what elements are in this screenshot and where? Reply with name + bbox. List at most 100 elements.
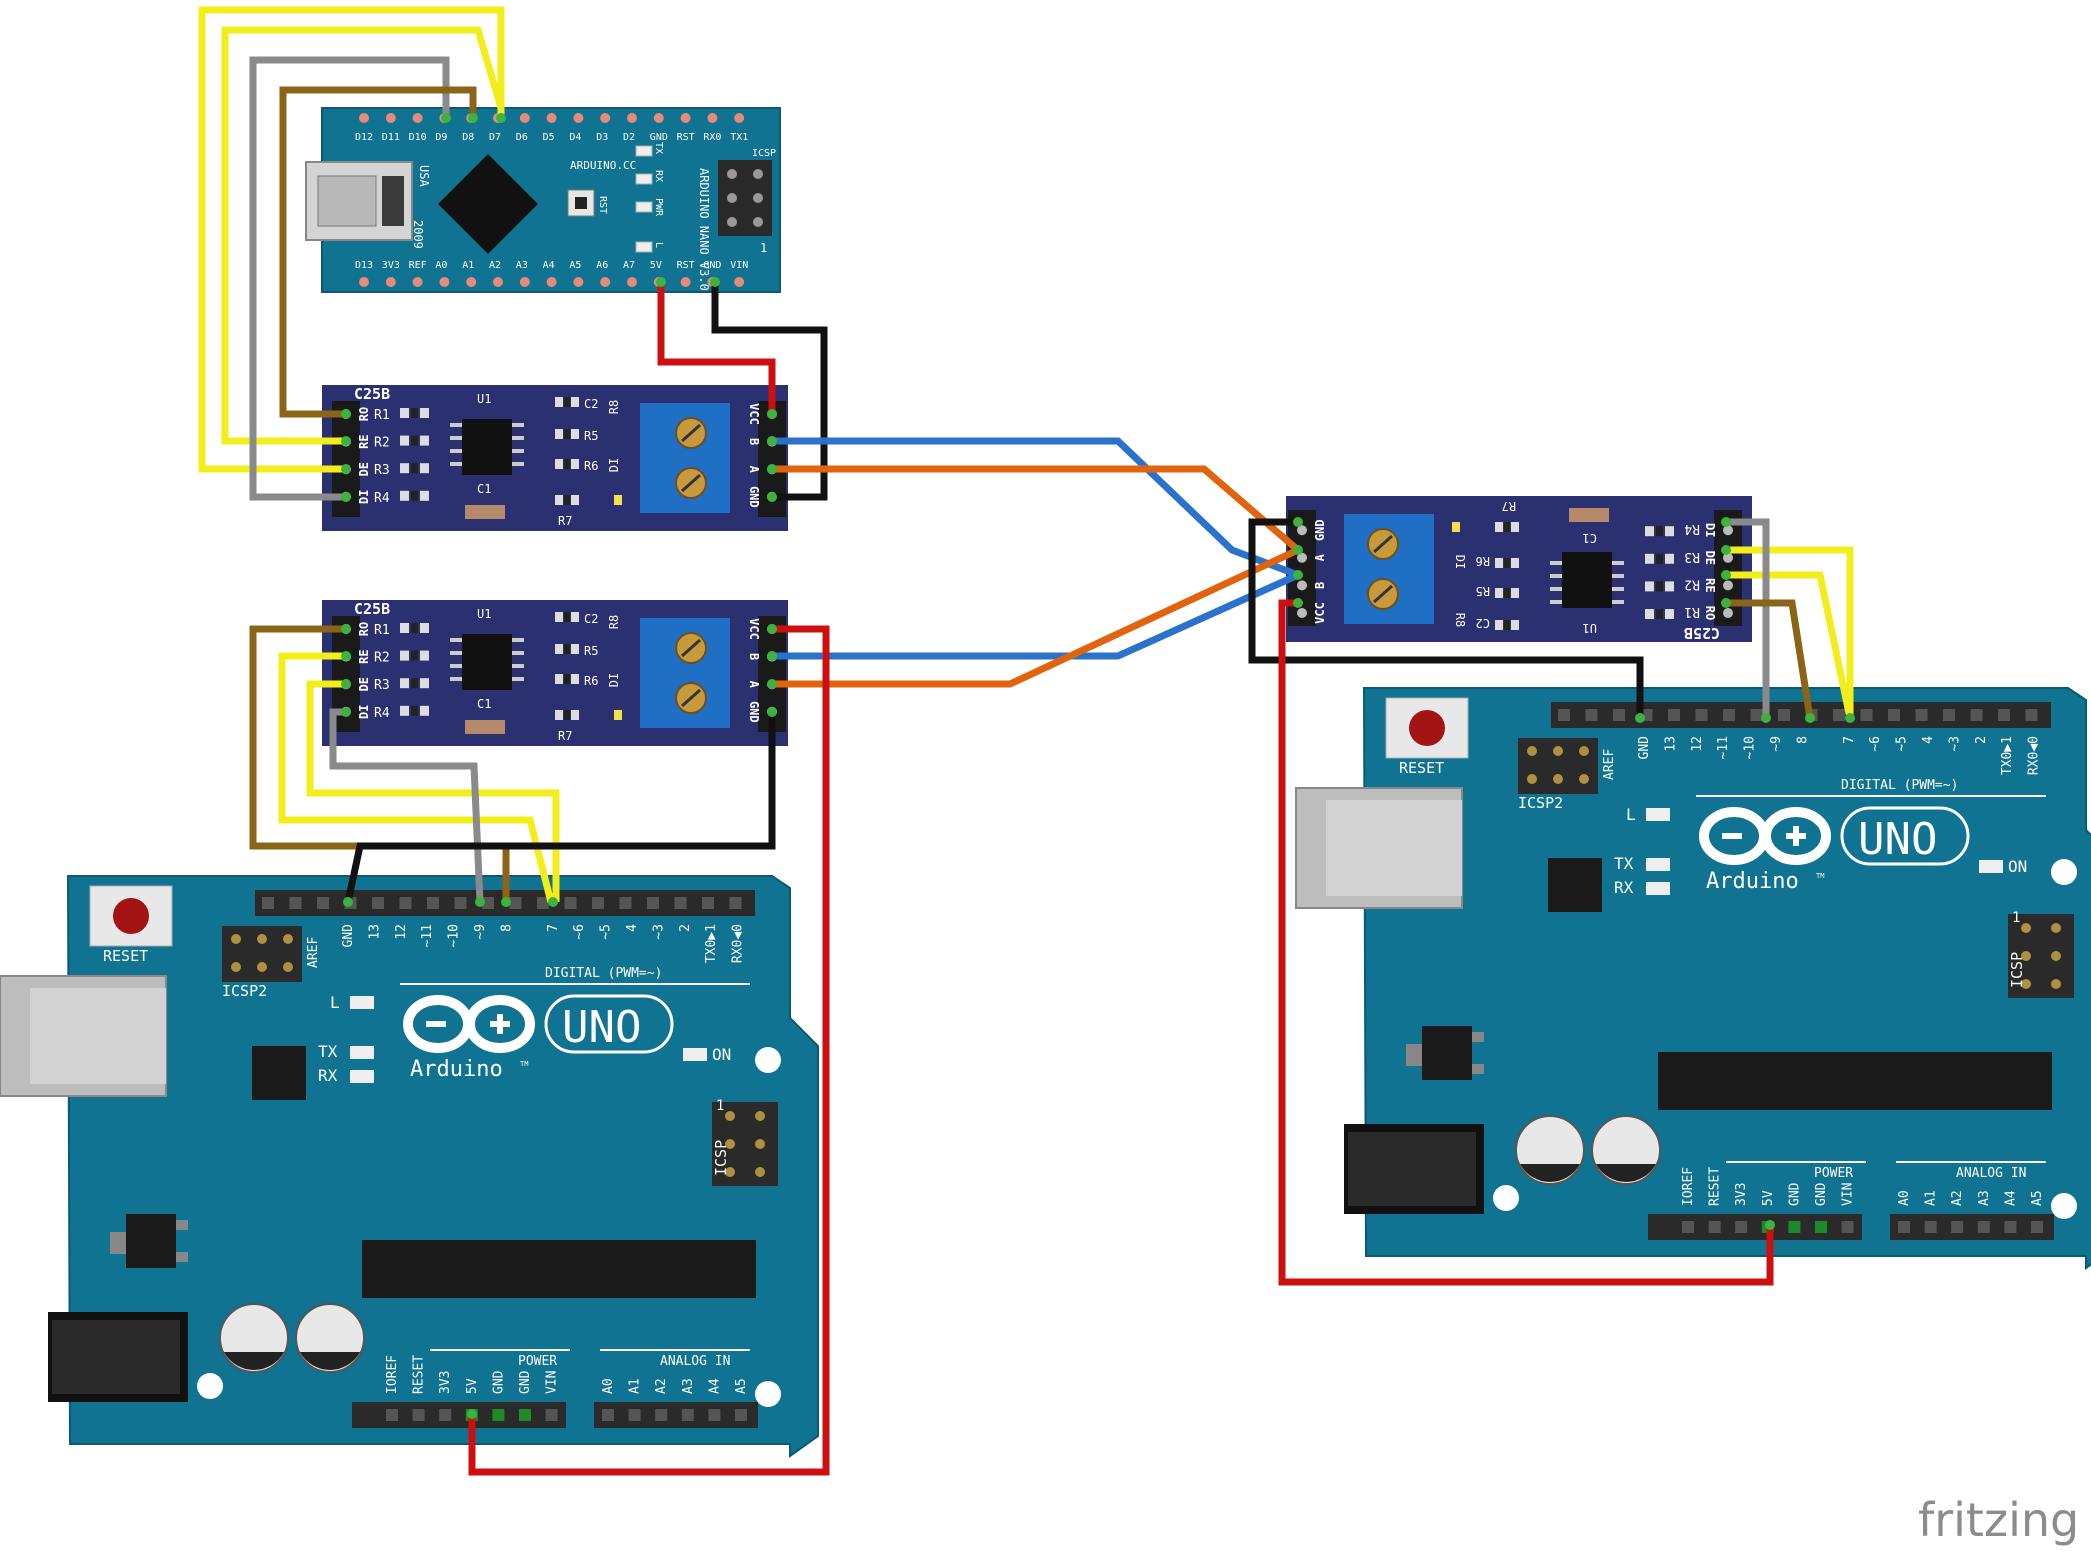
module-di-label: DI: [607, 458, 621, 472]
nano-pin-d5[interactable]: [546, 113, 557, 123]
nano-pin-a7[interactable]: [627, 277, 637, 287]
nano-name-label: ARDUINO NANO V3.0: [697, 168, 711, 291]
nano-pin-rst[interactable]: [680, 277, 691, 287]
nano-pin-tx1[interactable]: [734, 113, 745, 123]
module-pin-label: RO: [357, 622, 371, 636]
nano-pin-d3[interactable]: [600, 113, 611, 123]
module-pin-a[interactable]: [1297, 552, 1307, 563]
uno-tm-mark: TM: [520, 1060, 528, 1068]
nano-pin-rx0[interactable]: [707, 113, 718, 123]
uno-digital-header: [1551, 702, 2051, 728]
uno-digital-pin-label: 7: [546, 924, 561, 932]
module-pin-label: RE: [357, 649, 371, 663]
module-resistor-label: R1: [1684, 604, 1700, 619]
wire-gray-module2-di-to-uno1-d9: [329, 708, 484, 903]
uno-power-pin-label: GND: [1787, 1182, 1802, 1206]
uno-power-header: [352, 1402, 566, 1428]
nano-icsp-label: ICSP: [752, 148, 776, 159]
nano-pin-a5[interactable]: [573, 277, 584, 287]
uno-digital-pin-label: 13: [1663, 736, 1678, 752]
nano-pin-rst[interactable]: [680, 113, 691, 123]
nano-pin-label: D11: [382, 132, 400, 143]
module-led: [614, 710, 622, 720]
nano-pin-d12[interactable]: [359, 113, 369, 123]
nano-pin-d11[interactable]: [385, 113, 396, 123]
nano-one-label: 1: [760, 241, 767, 255]
module-resistor-label: R4: [374, 706, 390, 721]
uno-power-pin-label: VIN: [545, 1371, 560, 1394]
module-pin-label: DI: [1703, 523, 1717, 537]
nano-icsp-header: [718, 160, 772, 236]
uno-digital-pin-label: 4: [625, 924, 640, 932]
nano-pin-a4[interactable]: [546, 277, 557, 287]
arduino-infinity-logo: [403, 995, 535, 1053]
nano-pin-label: D13: [355, 260, 373, 271]
nano-pin-vin[interactable]: [734, 277, 745, 287]
nano-pin-d2[interactable]: [627, 113, 637, 123]
nano-year-label: 2009: [411, 220, 425, 249]
uno-on-label: ON: [2008, 857, 2027, 876]
uno-analog-pin-label: A5: [2030, 1190, 2045, 1206]
uno-digital-pin-label: RX0◀0: [2027, 736, 2042, 775]
wire-brown-nano-d8-to-module1-ro: [279, 86, 477, 418]
fritzing-watermark: fritzing: [1918, 1493, 2079, 1547]
uno-digital-pin-label: ~10: [447, 924, 462, 947]
nano-pin-d10[interactable]: [412, 113, 423, 123]
module-pin-label: DE: [357, 677, 371, 691]
uno-power-label: POWER: [1814, 1166, 1853, 1181]
nano-pin-label: D8: [462, 132, 474, 143]
module-pin-label: DI: [357, 490, 371, 504]
module-c1-label: C1: [477, 697, 491, 711]
module-pin-label: A: [747, 681, 761, 689]
nano-pin-d13[interactable]: [359, 277, 369, 287]
module-pin-gnd[interactable]: [1297, 525, 1307, 536]
nano-pin-d6[interactable]: [519, 113, 530, 123]
uno-digital-pin-label: 2: [678, 924, 693, 932]
nano-pin-a1[interactable]: [466, 277, 477, 287]
module-pin-label: B: [747, 438, 761, 445]
wire-black-module3-gnd-to-uno2-gnd: [1248, 518, 1644, 718]
module-part-label: R5: [1476, 584, 1490, 598]
nano-pin-label: RST: [677, 132, 695, 143]
module-resistor-label: R2: [374, 651, 390, 666]
module-resistor-label: R2: [374, 436, 390, 451]
nano-pin-ref[interactable]: [412, 277, 423, 287]
nano-pin-a2[interactable]: [493, 277, 503, 287]
uno-power-pin-label: 3V3: [1734, 1183, 1749, 1206]
module-r7-label: R7: [558, 729, 572, 743]
uno-power-pin-label: GND: [1814, 1182, 1829, 1206]
uno-model-text: UNO: [1858, 814, 1937, 865]
nano-pin-a3[interactable]: [519, 277, 530, 287]
module-pin-de[interactable]: [1723, 552, 1733, 563]
module-pin-vcc[interactable]: [1297, 608, 1307, 618]
nano-pin-3v3[interactable]: [385, 277, 396, 287]
nano-reset-button: [575, 197, 587, 209]
nano-pin-gnd[interactable]: [653, 113, 664, 123]
uno-power-pin-label: 3V3: [438, 1371, 453, 1394]
module-pin-di[interactable]: [1723, 525, 1733, 536]
module-part-label: R6: [584, 459, 598, 473]
uno-digital-pin-label: ~3: [1947, 736, 1962, 752]
module-pin-label: RE: [1703, 578, 1717, 592]
uno-icsp-one: 1: [2012, 910, 2020, 926]
uno-icsp-header: [712, 1102, 778, 1186]
uno-analog-pin-label: A2: [1950, 1190, 1965, 1206]
uno-digital-pin-label: ~5: [599, 924, 614, 940]
uno-digital-pin-label: 12: [1690, 736, 1705, 752]
nano-pin-d4[interactable]: [573, 113, 584, 123]
uno-power-pin-label: 5V: [1761, 1190, 1776, 1206]
uno-analog-pin-label: A5: [734, 1378, 749, 1394]
nano-pin-label: RX0: [703, 132, 721, 143]
uno-power-pin-label: RESET: [412, 1355, 427, 1394]
module-pin-re[interactable]: [1723, 580, 1733, 591]
module-pin-b[interactable]: [1297, 580, 1307, 591]
uno-l-label: L: [1626, 805, 1636, 824]
nano-pin-a0[interactable]: [439, 277, 450, 287]
uno-digital-label: DIGITAL (PWM=~): [1841, 778, 1958, 793]
nano-pin-a6[interactable]: [600, 277, 611, 287]
nano-pin-label: D12: [355, 132, 373, 143]
module-part-label: C2: [584, 612, 598, 626]
module-resistor-label: R4: [374, 491, 390, 506]
module-pin-ro[interactable]: [1723, 608, 1733, 618]
